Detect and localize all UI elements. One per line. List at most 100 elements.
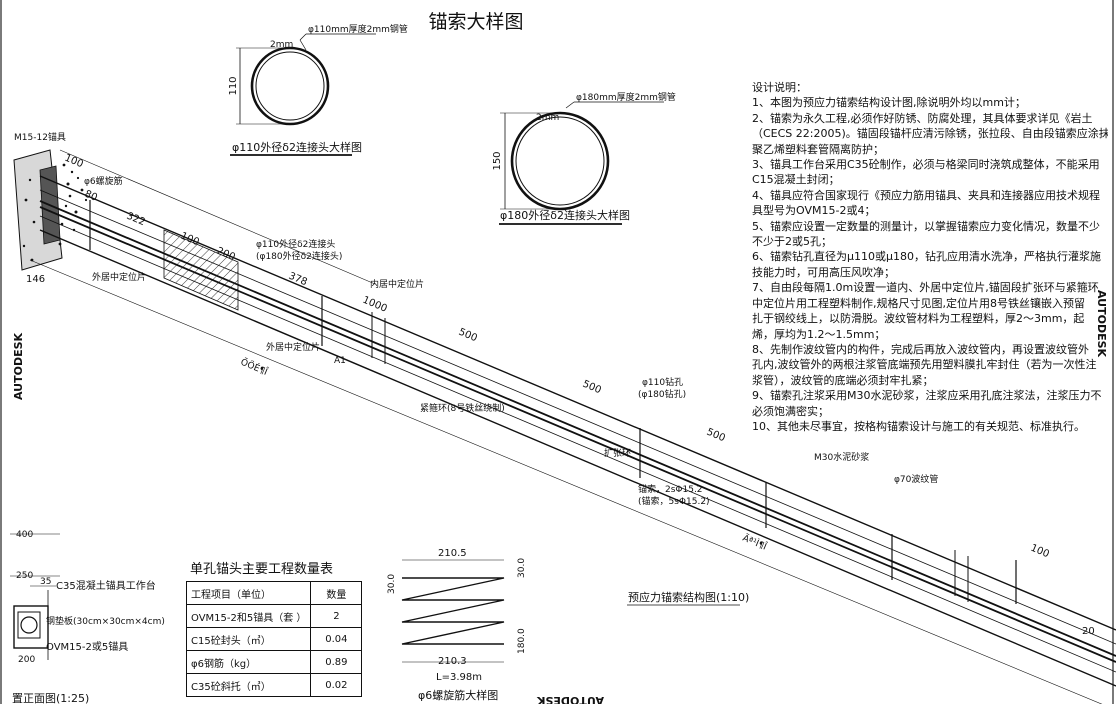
table-row: φ6钢筋（kg） 0.89 (185, 650, 363, 674)
anchor-free-length: ÕÖÉ¶Î (239, 356, 270, 378)
pipe-110-caption: φ110外径δ2连接头大样图 (232, 140, 362, 154)
notes-line: 3、锚具工作台采用C35砼制作，必须与格梁同时浇筑成整体，不能采用 (752, 158, 1100, 172)
table-cell: C35砼斜托（㎥） (185, 673, 312, 697)
table-cell: OVM15-2和5锚具（套 ） (185, 604, 312, 628)
notes-line: 浆管），波纹管的底端必须封牢扎紧； (752, 373, 934, 387)
notes-line: 5、锚索应设置一定数量的测量计，以掌握锚索应力变化情况，数量不少 (752, 219, 1100, 233)
anchor-hole-1-label: φ110钻孔 (642, 376, 683, 388)
notes-line: 4、锚具应符合国家现行《预应力筋用锚具、夹具和连接器应用技术规程 (752, 188, 1100, 202)
dim-146: 146 (26, 274, 45, 285)
anchor-mortar-label: M30水泥砂浆 (814, 451, 869, 463)
anchor-cable (13, 149, 1116, 704)
table-cell: 0.89 (310, 650, 363, 674)
anchor-inner-centering-label: 内居中定位片 (370, 278, 424, 290)
anchor-outer-centering-label: 外居中定位片 (92, 271, 146, 283)
anchor-spreader-label: 扩张环 (604, 447, 631, 459)
spiral-bottom: 210.3 (438, 656, 467, 667)
dim-378: 378 (287, 271, 309, 289)
pipe-110-thickness: 2mm (270, 40, 293, 50)
table-row: C15砼封头（㎥） 0.04 (185, 627, 363, 651)
notes-line: 2、锚索为永久工程,必须作好防锈、防腐处理，其具体要求详见《岩土 (752, 111, 1093, 125)
anchor-anchor-length: Ãª¹Ì¶Î (741, 532, 769, 553)
pipe-180-thickness: 2mm (536, 113, 559, 123)
notes-line: 8、先制作波纹管内的构件，完成后再放入波纹管内，再设置波纹管外 (752, 342, 1089, 356)
notes-line: 扎于钢绞线上，以防滑脱。波纹管材料为工程塑料，厚2～3mm，起 (752, 312, 1085, 326)
notes-line: 必须饱满密实； (752, 404, 829, 418)
spiral-detail: 210.5 210.3 L=3.98m 30.0 30.0 180.0 φ6螺旋… (387, 548, 527, 702)
pipe-180-detail: 150 φ180mm厚度2mm钢管 2mm φ180外径δ2连接头大样图 (492, 91, 676, 225)
notes-line: 6、锚索钻孔直径为μ110或μ180，钻孔应用清水洗净，严格执行灌浆施 (752, 250, 1101, 264)
notes-line: 具型号为OVM15-2或4； (752, 204, 876, 218)
pipe-180-dim: 150 (492, 151, 503, 170)
anchor-strand-2-label: (锚索，5sΦ15.2) (638, 495, 710, 507)
pipe-110-detail: 110 φ110mm厚度2mm钢管 2mm φ110外径δ2连接头大样图 (228, 23, 408, 156)
pipe-180-caption: φ180外径δ2连接头大样图 (500, 208, 630, 222)
anchor-corrugated-label: φ70波纹管 (894, 473, 938, 485)
dim-500-b: 500 (581, 379, 603, 397)
notes-title: 设计说明： (752, 81, 807, 94)
anchor-hoop-label: 紧箍环(8号铁丝绕制) (420, 402, 505, 414)
anchor-left-top-label: M15-12锚具 (14, 131, 66, 143)
notes-line: C15混凝土封闭； (752, 173, 840, 187)
dim-80: 80 (83, 189, 99, 204)
spiral-top: 210.5 (438, 548, 467, 559)
notes-line: 不少于2或5孔； (752, 235, 832, 249)
design-notes: 设计说明： 1、本图为预应力锚索结构设计图,除说明外均以mm计； 2、锚索为永久… (752, 80, 1108, 434)
notes-line: 聚乙烯塑料套管隔离防护； (752, 142, 884, 156)
notes-line: 中定位片用工程塑料制作,规格尺寸见图,定位片用8号铁丝镶嵌入预留 (752, 296, 1085, 310)
pipe-110-dim: 110 (228, 76, 239, 95)
quantity-table: 工程项目（单位） 数量 OVM15-2和5锚具（套 ） 2 C15砼封头（㎥） … (185, 581, 363, 697)
dim-1000: 1000 (361, 295, 389, 315)
notes-line: （CECS 22:2005)。锚固段锚杆应清污除锈，张拉段、自由段锚索应涂抹 (752, 127, 1108, 141)
watermark-left: AUTODESK (12, 332, 25, 400)
quantity-table-title: 单孔锚头主要工程数量表 (190, 562, 334, 577)
front-dim-35: 35 (40, 577, 51, 587)
spiral-length: L=3.98m (436, 672, 482, 683)
anchor-outer-centering-2-label: 外居中定位片 (266, 341, 320, 353)
dim-322: 322 (125, 211, 147, 229)
spiral-right-top: 30.0 (517, 558, 527, 578)
front-label-plate: 钢垫板(30cm×30cm×4cm) (46, 615, 165, 627)
table-row: C35砼斜托（㎥） 0.02 (185, 673, 363, 697)
pipe-180-label: φ180mm厚度2mm钢管 (576, 91, 676, 103)
anchor-connector-2-label: (φ180外径δ2连接头) (256, 250, 342, 262)
front-dim-400: 400 (16, 530, 33, 540)
notes-line: 技能力时，可用高压风吹净； (752, 265, 895, 279)
table-header-cell: 数量 (310, 581, 363, 605)
spiral-right-bottom: 180.0 (517, 628, 527, 654)
notes-line: 7、自由段每隔1.0m设置一道内、外居中定位片,锚固段扩张环与紧箍环 (752, 281, 1099, 295)
table-cell: 0.04 (310, 627, 363, 651)
dim-500-a: 500 (457, 327, 479, 345)
anchor-hole-2-label: (φ180钻孔) (638, 388, 686, 400)
front-caption: 置正面图(1:25) (12, 692, 89, 704)
table-cell: φ6钢筋（kg） (185, 650, 312, 674)
anchor-connector-1-label: φ110外径δ2连接头 (256, 238, 335, 250)
dim-20: 20 (1082, 626, 1095, 637)
watermark-right: AUTODESK (1095, 290, 1108, 358)
dim-100-a: 100 (63, 153, 85, 171)
anchor-section-mark: A1 (334, 356, 346, 366)
dim-500-c: 500 (705, 427, 727, 445)
front-view: 400 250 35 200 C35混凝土锚具工作台 钢垫板(30cm×30cm… (10, 530, 165, 704)
drawing-title: 锚索大样图 (428, 11, 523, 33)
notes-line: 9、锚索孔注浆采用M30水泥砂浆，注浆应采用孔底注浆法，注浆压力不 (752, 389, 1102, 403)
anchor-spiral-label: φ6螺旋筋 (84, 175, 123, 187)
watermark-bottom: AUTODESK (536, 694, 604, 704)
spiral-left: 30.0 (387, 574, 397, 594)
notes-line: 10、其他未尽事宜，按格构锚索设计与施工的有关规范、标准执行。 (752, 419, 1085, 433)
table-cell: C15砼封头（㎥） (185, 627, 312, 651)
anchor-strand-1-label: 锚索，2sΦ15.2 (638, 483, 703, 495)
table-cell: 2 (310, 604, 363, 628)
table-header-row: 工程项目（单位） 数量 (185, 581, 363, 605)
anchor-caption: 预应力锚索结构图(1:10) (628, 590, 749, 604)
table-cell: 0.02 (310, 673, 363, 697)
front-label-work: C35混凝土锚具工作台 (56, 579, 156, 592)
spiral-caption: φ6螺旋筋大样图 (418, 688, 498, 702)
pipe-110-label: φ110mm厚度2mm钢管 (308, 23, 408, 35)
table-header-cell: 工程项目（单位） (185, 581, 312, 605)
front-dim-250: 250 (16, 571, 33, 581)
notes-line: 烯，厚均为1.2～1.5mm； (752, 327, 886, 341)
table-row: OVM15-2和5锚具（套 ） 2 (185, 604, 363, 628)
connector-hatch (163, 229, 239, 311)
